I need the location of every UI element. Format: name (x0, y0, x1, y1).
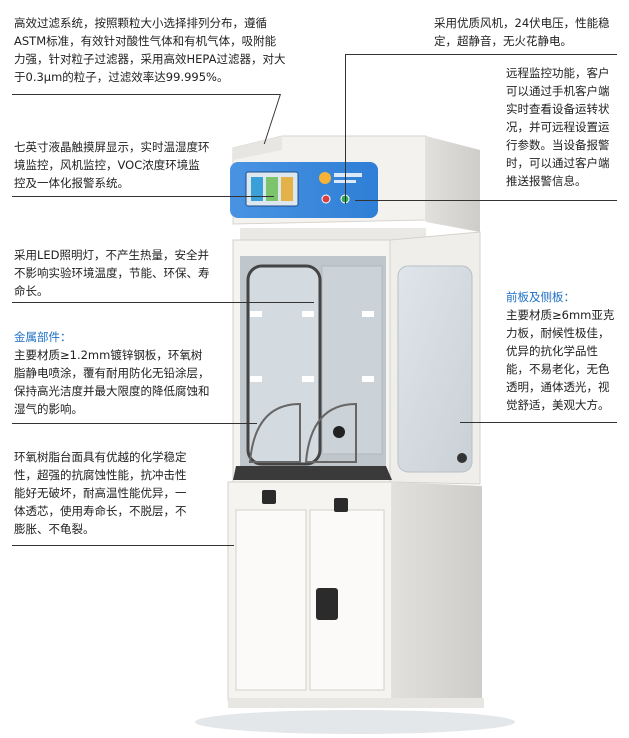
metal-parts-heading: 金属部件： (14, 328, 210, 346)
epoxy-worktop (233, 466, 392, 480)
drawer-handle-right (334, 498, 348, 512)
leader-remote (355, 200, 617, 201)
control-panel (230, 162, 378, 218)
annotation-lcd: 七英寸液晶触摸屏显示，实时温湿度环境监控，风机监控，VOC浓度环境监控及一体化报… (14, 138, 210, 192)
hood-body (233, 232, 480, 484)
annotation-metal: 主要材质≥1.2mm镀锌钢板，环氧树脂静电喷涂，覆有耐用防化无铅涂层，保持高光洁… (14, 346, 210, 418)
power-button-icon (322, 195, 330, 203)
leader-fan (345, 54, 617, 55)
annotation-fan: 采用优质风机，24伏电压，性能稳定，超静音，无火花静电。 (434, 14, 620, 50)
panel-heading: 前板及侧板： (506, 288, 618, 306)
leader-led (12, 302, 314, 303)
leader-metal (12, 423, 257, 424)
drawer-handle-left (262, 490, 276, 504)
leader-fan-v (345, 54, 346, 204)
brand-logo-icon (319, 172, 331, 184)
leader-worktop (12, 545, 234, 546)
annotation-filter: 高效过滤系统，按照颗粒大小选择排列分布，遵循ASTM标准，有效针对酸性气体和有机… (14, 14, 286, 86)
side-acrylic-panel (398, 266, 472, 472)
annotation-panel: 主要材质≥6mm亚克力板，耐候性极佳，优异的抗化学品性能，不易老化，无色透明，通… (506, 306, 618, 414)
door-handle (316, 588, 338, 620)
base-cabinet (228, 482, 484, 708)
front-acrylic-sash (248, 266, 320, 464)
annotation-remote: 远程监控功能，客户可以通过手机客户端实时查看设备运转状况，并可远程设置运行参数。… (506, 64, 618, 190)
floor-shadow (195, 710, 515, 734)
annotation-led: 采用LED照明灯，不产生热量，安全并不影响实验环境温度，节能、环保、寿命长。 (14, 246, 210, 300)
leader-lcd (12, 196, 274, 197)
leader-filter (12, 94, 280, 95)
leader-panel (460, 422, 617, 423)
annotation-worktop: 环氧树脂台面具有优越的化学稳定性，超强的抗腐蚀性能，抗冲击性能好无破坏，耐高温性… (14, 448, 196, 538)
